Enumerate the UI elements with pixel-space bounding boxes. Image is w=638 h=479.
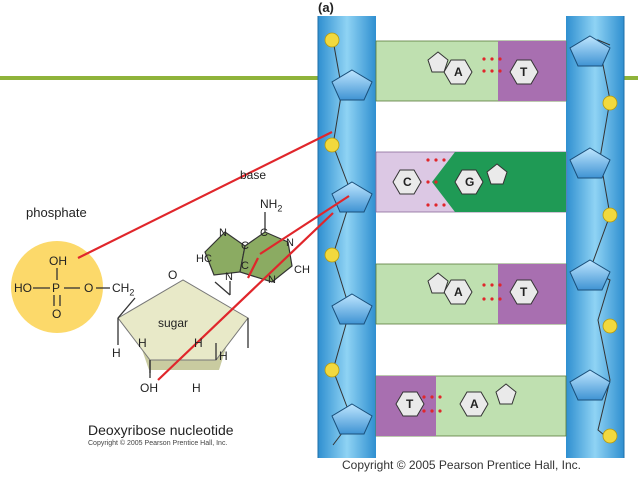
phosphate-circle: [11, 241, 103, 333]
sugar-label: sugar: [158, 316, 189, 330]
sugar-ring-top: [117, 279, 249, 361]
pair1-right-base: T: [520, 65, 528, 79]
ring-h-right: H: [219, 349, 228, 363]
sugar-bonds: [117, 297, 249, 378]
phosphate-bonds: [33, 268, 110, 306]
base-n3: N: [268, 274, 276, 286]
phosphate-label: phosphate: [26, 205, 87, 220]
ring-h-inner-left: H: [138, 336, 147, 350]
ring-h-bottom: H: [192, 381, 201, 395]
base-nh2: NH2: [260, 197, 283, 214]
pair3-right-base: T: [520, 285, 528, 299]
backbone-sugars: [331, 35, 611, 435]
nucleotide-title: Deoxyribose nucleotide: [88, 422, 234, 438]
phosphate-ho-left: HO: [14, 281, 32, 295]
base-ch: CH: [294, 264, 310, 276]
phosphate-o-bottom: O: [52, 307, 62, 321]
pair2-right-base: G: [465, 175, 475, 189]
base-hexagons: [392, 59, 539, 417]
base-c6: C: [260, 227, 268, 239]
purine-pentagons: [427, 51, 517, 405]
pair4-left-base: T: [406, 397, 414, 411]
ring-oh: OH: [140, 381, 158, 395]
base-n9: N: [225, 271, 233, 283]
base-c4: C: [241, 260, 249, 272]
correspondence-lines: [77, 131, 350, 381]
nucleotide-copyright: Copyright © 2005 Pearson Prentice Hall, …: [88, 440, 228, 447]
base-bonds: [214, 212, 266, 296]
base-hc: HC: [196, 253, 212, 265]
backbone-phosphates: [324, 32, 618, 444]
ring-h-inner-right: H: [194, 336, 203, 350]
pair1-left-base: A: [454, 65, 463, 79]
panel-label: (a): [318, 0, 334, 15]
dna-panel: [317, 16, 625, 458]
phosphate-ch2: CH2: [112, 281, 135, 298]
pair2-left-base: C: [403, 175, 412, 189]
header-rule-left: [0, 76, 320, 80]
ring-oxygen: O: [168, 268, 178, 282]
pair4-right-base: A: [470, 397, 479, 411]
ring-h-left: H: [112, 346, 121, 360]
base-label: base: [240, 168, 267, 182]
panel-copyright: Copyright © 2005 Pearson Prentice Hall, …: [342, 458, 581, 472]
base-n7: N: [219, 227, 227, 239]
base-n1: N: [286, 237, 294, 249]
pair3-left-base: A: [454, 285, 463, 299]
base-c5: C: [241, 240, 249, 252]
phosphate-oh-top: OH: [49, 254, 67, 268]
phosphate-o-bridge: O: [84, 281, 94, 295]
phosphate-p: P: [52, 281, 61, 295]
header-rule-right: [622, 76, 638, 80]
hydrogen-bonds: [418, 57, 502, 413]
